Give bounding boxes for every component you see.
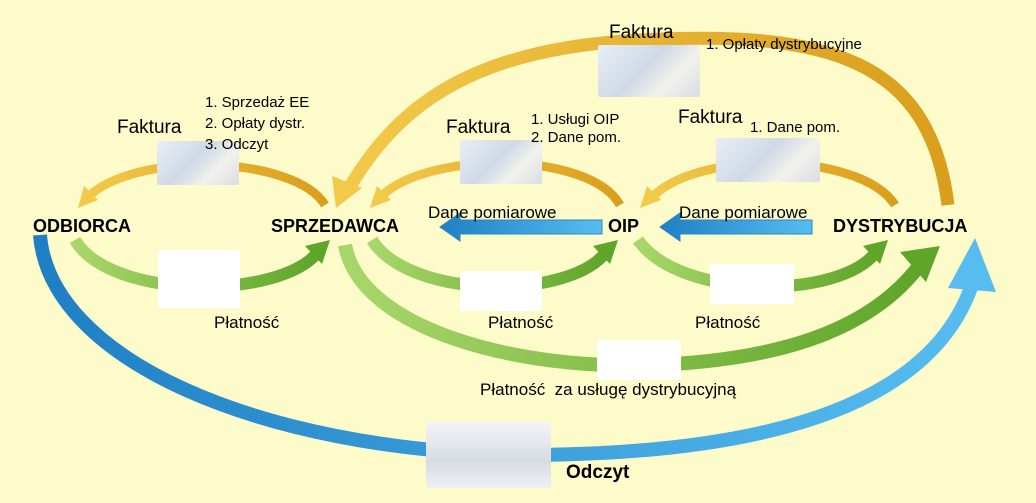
payment-arrowhead-dystrybucja-big [900, 246, 940, 282]
data-arrow-dystrybucja-oip [659, 212, 813, 242]
invoice-title-1: Faktura [117, 117, 182, 138]
invoice-photo-1 [157, 141, 239, 185]
invoice-arrowhead-odbiorca [78, 186, 98, 208]
payment-label-2: Płatność [488, 313, 554, 332]
invoice-item-1-3: 3. Odczyt [205, 136, 269, 153]
invoice-photo-4 [598, 45, 700, 97]
invoice-arrowhead-sprzedawca-big [332, 176, 362, 208]
reading-arrowhead-dystrybucja [948, 238, 996, 292]
invoice-item-2-1: 1. Usługi OIP [531, 111, 620, 128]
invoice-arrowhead-oip [640, 186, 661, 208]
invoice-item-1-1: 1. Sprzedaż EE [205, 94, 310, 111]
invoice-arrowhead-sprzedawca [370, 186, 391, 208]
node-odbiorca: ODBIORCA [33, 216, 131, 236]
node-dystrybucja: DYSTRYBUCJA [833, 216, 968, 236]
invoice-item-2-2: 2. Dane pom. [531, 129, 622, 146]
node-oip: OIP [608, 216, 640, 236]
payment-arrowhead-dystrybucja [863, 240, 888, 264]
payment-arrowhead-sprzedawca [305, 240, 330, 264]
data-arrow-oip-sprzedawca [439, 212, 603, 242]
payment-label-3: Płatność [695, 313, 761, 332]
coin-photo-2 [460, 271, 542, 311]
invoice-item-3-1: 1. Dane pom. [750, 119, 841, 136]
invoice-item-1-2: 2. Opłaty dystr. [205, 115, 306, 132]
invoice-arrow-dystrybucja-sprzedawca [342, 31, 955, 206]
meter-photo [426, 422, 551, 488]
reading-label: Odczyt [566, 462, 630, 483]
payment-arrowhead-oip [593, 240, 618, 264]
coin-photo-4 [597, 340, 681, 380]
node-sprzedawca: SPRZEDAWCA [271, 216, 400, 236]
payment-label-4: Płatność za usługę dystrybucyjną [480, 380, 737, 399]
invoice-item-4-1: 1. Opłaty dystrybucyjne [706, 36, 862, 53]
coin-photo-3 [710, 264, 794, 304]
payment-label-1: Płatność [214, 313, 280, 332]
invoice-photo-3 [716, 138, 820, 182]
invoice-title-4: Faktura [609, 22, 674, 43]
data-label-dystrybucja-oip: Dane pomiarowe [679, 203, 808, 222]
data-label-oip-sprzedawca: Dane pomiarowe [428, 203, 557, 222]
coin-photo-1 [158, 250, 240, 308]
invoice-title-2: Faktura [446, 117, 511, 138]
invoice-title-3: Faktura [678, 107, 743, 128]
invoice-photo-2 [460, 140, 542, 184]
